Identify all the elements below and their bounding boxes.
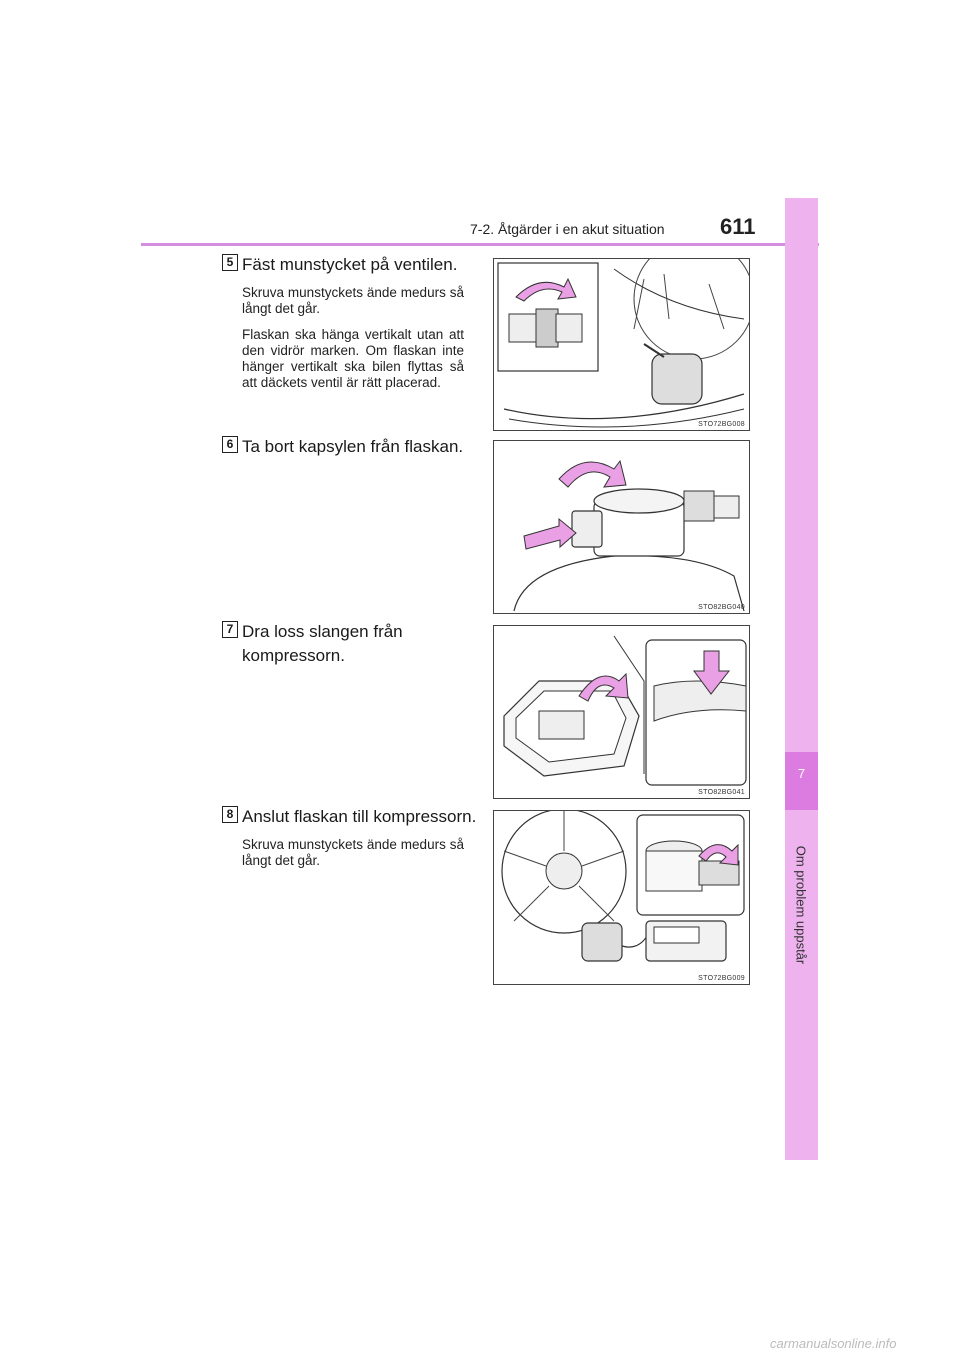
step-number-badge: 6 (222, 436, 238, 453)
figure-nozzle-to-valve: STO72BG008 (493, 258, 750, 431)
step-number-badge: 8 (222, 806, 238, 823)
step-title: Fäst munstycket på ventilen. (242, 255, 458, 274)
chapter-tab (785, 752, 818, 810)
illustration-compressor-hose (503, 635, 747, 786)
step-paragraph: Skruva munstyckets ände medurs så långt … (242, 837, 464, 868)
step-body: Skruva munstyckets ände medurs så långt … (242, 837, 464, 879)
figure-code: STO72BG009 (698, 975, 745, 982)
chapter-label: Om problem uppstår (793, 845, 809, 965)
chapter-number: 7 (797, 766, 806, 781)
figure-code: STO82BG040 (698, 604, 745, 611)
chapter-side-strip (785, 198, 818, 1160)
step-number-badge: 7 (222, 621, 238, 638)
figure-code: STO72BG008 (698, 421, 745, 428)
step-number-badge: 5 (222, 254, 238, 271)
figure-disconnect-hose: STO82BG041 (493, 625, 750, 799)
step-title: Ta bort kapsylen från flaskan. (242, 437, 464, 456)
figure-code: STO82BG041 (698, 789, 745, 796)
step-title: Dra loss slangen från kompressorn. (242, 622, 403, 665)
step-paragraph: Skruva munstyckets ände medurs så långt … (242, 285, 464, 316)
figure-connect-bottle: STO72BG009 (493, 810, 750, 985)
page-number: 611 (720, 214, 756, 239)
step-title: Anslut flaskan till kompressorn. (242, 807, 477, 826)
illustration-bottle-cap (513, 459, 745, 612)
section-title: 7-2. Åtgärder i en akut situation (470, 221, 665, 237)
header-rule (141, 243, 819, 246)
illustration-bottle-compressor (501, 811, 745, 962)
illustration-nozzle-valve (497, 259, 749, 428)
step-body: Skruva munstyckets ände medurs så långt … (242, 285, 464, 401)
watermark: carmanualsonline.info (770, 1336, 897, 1351)
step-paragraph: Flaskan ska hänga vertikalt utan att den… (242, 327, 464, 390)
figure-remove-cap: STO82BG040 (493, 440, 750, 614)
